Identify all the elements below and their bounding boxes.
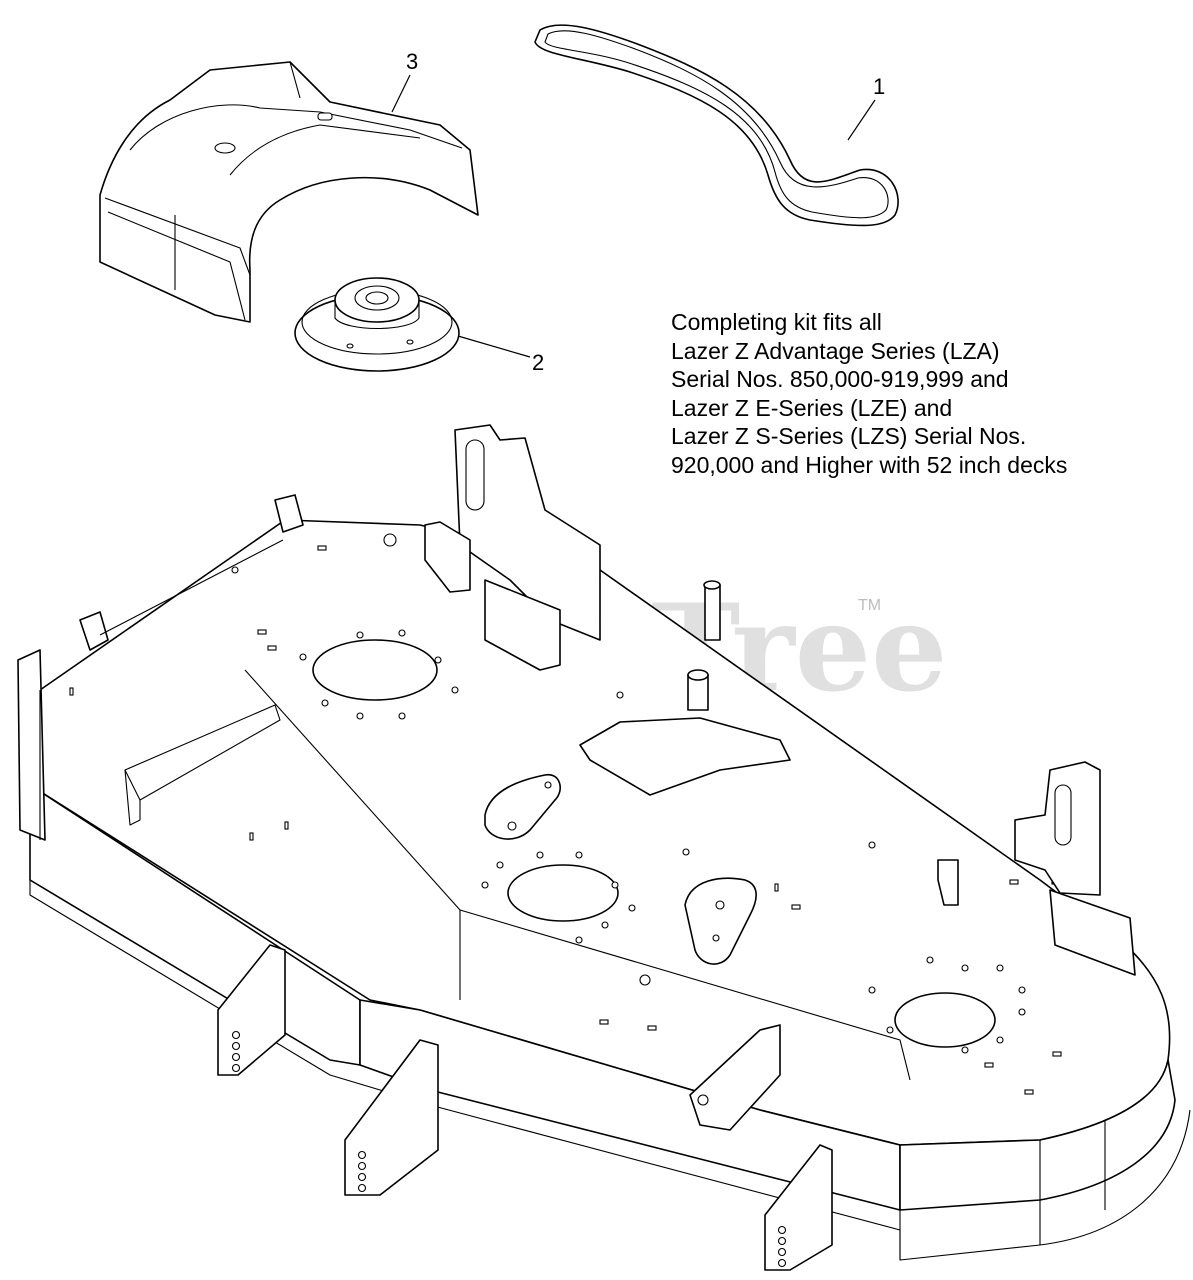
watermark-tm: TM (858, 597, 881, 614)
kit-compatibility-note: Completing kit fits all Lazer Z Advantag… (671, 308, 1171, 479)
callout-2: 2 (532, 350, 544, 375)
idler-pulley-drawing (294, 277, 460, 372)
note-line: Lazer Z S-Series (LZS) Serial Nos. (671, 423, 1027, 449)
note-line: Serial Nos. 850,000-919,999 and (671, 366, 1009, 392)
note-line: Completing kit fits all (671, 309, 882, 335)
callout-3: 3 (406, 49, 418, 74)
leader-line-3 (391, 74, 411, 113)
note-line: 920,000 and Higher with 52 inch decks (671, 451, 1068, 478)
note-line: Lazer Z E-Series (LZE) and (671, 394, 953, 421)
callout-1: 1 (873, 74, 885, 99)
leader-line-1 (847, 99, 876, 141)
mower-deck-drawing (17, 424, 1191, 1271)
belt-cover-drawing (99, 61, 479, 323)
leader-line-2 (457, 335, 531, 358)
belt-drawing (534, 24, 899, 227)
note-line: Lazer Z Advantage Series (LZA) (671, 337, 1000, 364)
